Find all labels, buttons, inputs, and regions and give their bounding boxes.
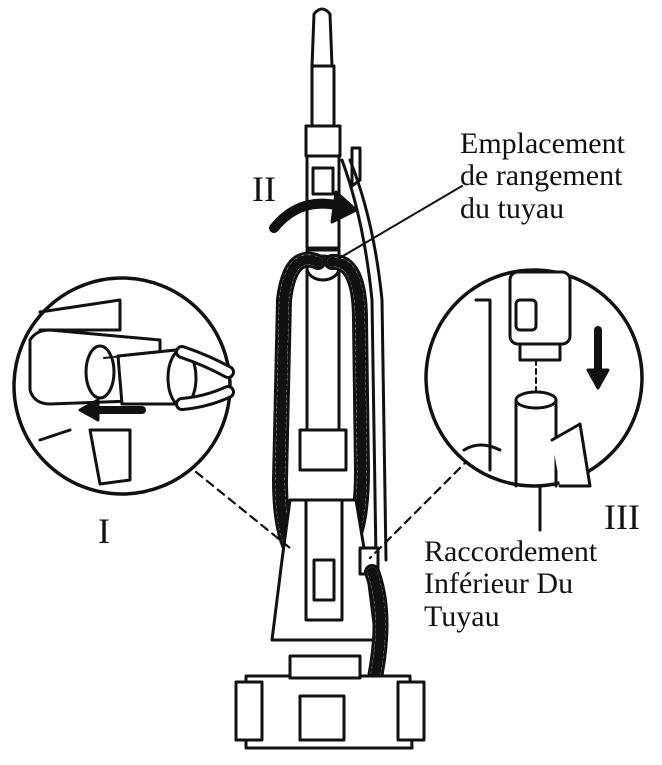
dash-right — [368, 456, 472, 560]
rotate-arrow — [269, 198, 345, 233]
side-wand — [340, 158, 378, 562]
floor-nozzle — [244, 674, 414, 750]
leader-hose-storage — [325, 185, 463, 267]
wand-collar — [304, 124, 342, 158]
callout-hose-storage: Emplacement de rangement du tuyau — [460, 127, 625, 225]
callout-lower-connection-line-3: Tuyau — [424, 599, 500, 633]
step-label-2: II — [252, 169, 276, 209]
callout-hose-storage-line-1: Emplacement — [460, 127, 625, 160]
detail-3-content — [462, 270, 610, 488]
handle-grip — [310, 7, 334, 68]
callout-hose-storage-line-2: de rangement — [460, 159, 623, 193]
dash-left — [194, 470, 292, 550]
callout-lower-connection-line-1: Raccordement — [424, 535, 598, 568]
callout-hose-storage-line-3: du tuyau — [460, 191, 565, 225]
step-label-1: I — [98, 511, 110, 551]
detail-1-content — [28, 298, 235, 486]
upper-wand — [310, 64, 336, 128]
callout-lower-connection: Raccordement Inférieur Du Tuyau — [424, 535, 598, 633]
callout-lower-connection-line-2: Inférieur Du — [424, 567, 574, 601]
hose-hook — [350, 146, 362, 188]
detail-circle-3 — [424, 268, 644, 488]
step-label-3: III — [604, 497, 640, 537]
